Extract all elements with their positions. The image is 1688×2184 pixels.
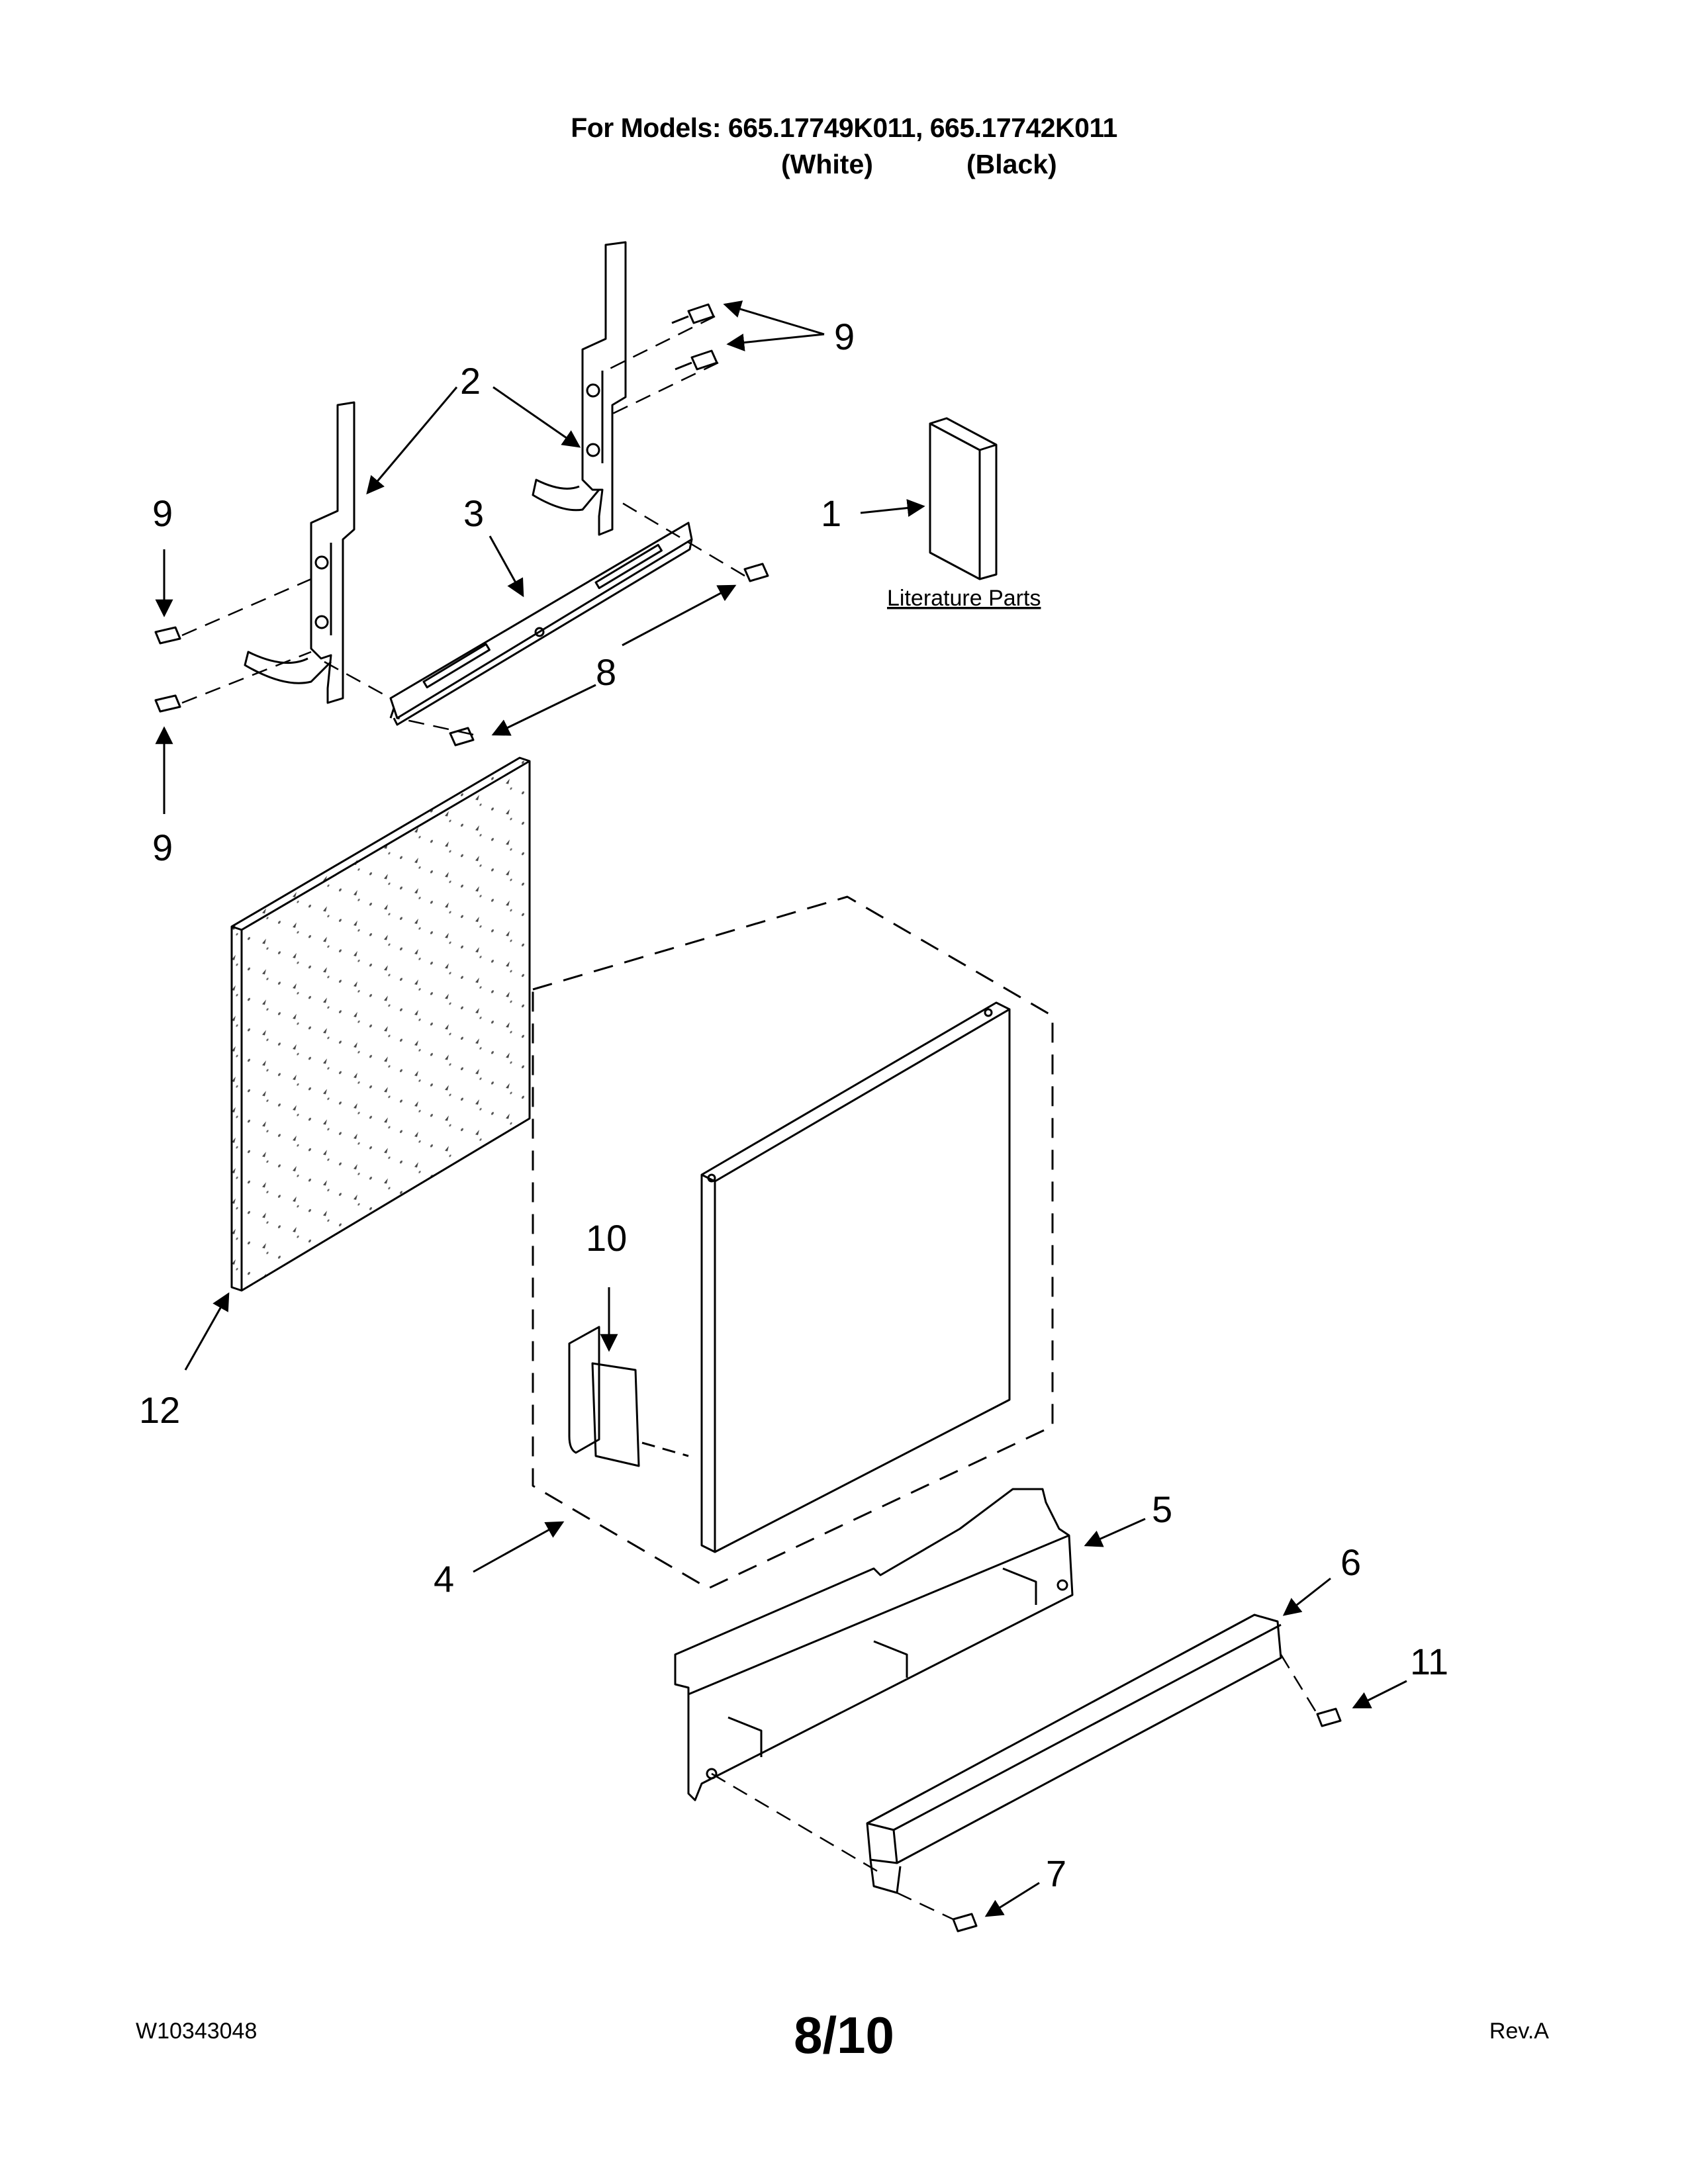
screw-8-b bbox=[449, 727, 475, 747]
callout-4: 4 bbox=[434, 1558, 454, 1600]
models-title: For Models: 665.17749K011, 665.17742K011 bbox=[571, 113, 1117, 143]
part-4-outer-door bbox=[532, 895, 1054, 1590]
assembly-lines bbox=[181, 315, 1319, 1921]
door-side-panel bbox=[700, 1001, 1011, 1553]
page-number: 8/10 bbox=[794, 2006, 894, 2064]
callout-9-top-right: 9 bbox=[834, 316, 855, 357]
revision: Rev.A bbox=[1489, 2019, 1549, 2044]
variant-black: (Black) bbox=[966, 149, 1057, 179]
callout-8: 8 bbox=[596, 651, 616, 693]
callout-5: 5 bbox=[1152, 1488, 1172, 1530]
callout-10: 10 bbox=[586, 1217, 627, 1259]
part-3-rail bbox=[389, 522, 693, 726]
callout-3: 3 bbox=[463, 492, 484, 534]
header: For Models: 665.17749K011, 665.17742K011… bbox=[0, 113, 1688, 183]
callout-12: 12 bbox=[139, 1389, 180, 1431]
screw-9-left-b bbox=[154, 694, 181, 713]
part-12-door-panel bbox=[230, 756, 531, 1292]
callout-11: 11 bbox=[1410, 1641, 1448, 1682]
callout-1: 1 bbox=[821, 492, 841, 534]
screw-7 bbox=[952, 1913, 978, 1933]
variant-white: (White) bbox=[781, 149, 873, 179]
part-5-toe-bracket bbox=[674, 1488, 1074, 1801]
part-2-left-bracket bbox=[244, 401, 355, 704]
callouts: 2 3 9 9 9 1 8 10 12 4 5 6 11 7 bbox=[139, 316, 1448, 1894]
model-variants: (White) (Black) bbox=[0, 144, 1688, 183]
callout-9-left-upper: 9 bbox=[152, 492, 173, 534]
leader-arrows bbox=[155, 300, 1407, 1917]
part-10-label bbox=[568, 1326, 689, 1467]
literature-parts-label: Literature Parts bbox=[887, 586, 1041, 611]
part-1-literature bbox=[929, 417, 998, 580]
callout-7: 7 bbox=[1046, 1852, 1066, 1894]
screw-11 bbox=[1316, 1707, 1342, 1727]
callout-2: 2 bbox=[460, 360, 481, 402]
screw-8-a bbox=[743, 563, 769, 582]
callout-6: 6 bbox=[1340, 1541, 1361, 1583]
callout-9-left-lower: 9 bbox=[152, 827, 173, 868]
screw-9-left-a bbox=[154, 626, 181, 645]
part-2-right-bracket bbox=[532, 241, 627, 536]
document-number: W10343048 bbox=[136, 2019, 258, 2044]
part-6-toe-panel bbox=[866, 1614, 1282, 1894]
